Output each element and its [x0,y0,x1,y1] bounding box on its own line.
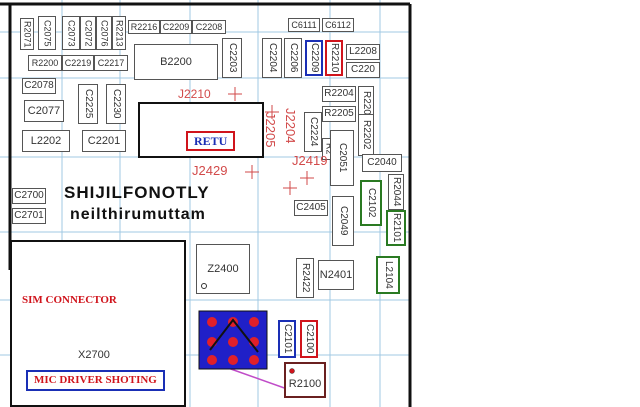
sim-connector-label: SIM CONNECTOR [22,294,117,306]
component-c2078: C2078 [22,78,56,94]
component-c2100-highlight: C2100 [300,320,318,358]
component-c2701: C2701 [12,208,46,224]
component-r2205: R2205 [322,106,356,122]
watermark-line2: neilthirumuttam [70,206,206,223]
component-c2209-highlight: C2209 [305,40,323,76]
ref-j2429: J2429 [192,163,228,178]
ref-j2205: J2205 [263,112,278,148]
component-c2230: C2230 [106,84,126,124]
component-c2405: C2405 [294,200,328,216]
component-c2073: C2073 [62,16,80,50]
component-r2210-highlight: R2210 [325,40,343,76]
ref-j2204: J2204 [283,108,298,144]
component-b2200: B2200 [134,44,218,80]
ref-j2419: J2419 [292,153,328,168]
component-c2219: C2219 [62,55,94,71]
component-c2201: C2201 [82,130,126,152]
component-c2206: C2206 [284,38,302,78]
mic-connector-line [227,367,291,391]
component-c2204: C2204 [262,38,282,78]
component-r2071: R2071 [20,18,34,50]
component-c6111: C6111 [288,18,320,32]
component-c2217: C2217 [94,55,128,71]
component-c2101-highlight: C2101 [278,320,296,358]
component-r2101-highlight: R2101 [386,210,406,246]
component-c2209-top: C2209 [160,20,192,34]
r2100-dot [289,368,295,374]
component-c2075: C2075 [38,16,56,50]
component-c2102-highlight: C2102 [360,180,382,226]
retu-label: RETU [186,131,236,151]
component-r2044: R2044 [388,174,404,210]
watermark-line1: SHIJILFONOTLY [64,183,210,202]
component-c2076: C2076 [96,16,112,50]
ref-j2210: J2210 [178,87,211,101]
component-c2224: C2224 [304,112,322,152]
component-c6112: C6112 [322,18,354,32]
mic-driver-label: MIC DRIVER SHOTING [26,370,165,391]
x2700-label: X2700 [78,349,110,361]
component-r2100-highlight: R2100 [284,362,326,398]
component-c2040: C2040 [362,154,402,172]
component-r2202: R2202 [358,114,374,156]
z2400-pin1-dot [201,283,207,289]
component-c2700: C2700 [12,188,46,204]
component-l2202: L2202 [22,130,70,152]
component-c2077: C2077 [24,100,64,122]
component-r2204: R2204 [322,86,356,102]
component-c2072: C2072 [80,16,96,50]
component-c2208: C2208 [192,20,226,34]
component-r2213: R2213 [112,16,126,50]
component-c2225: C2225 [78,84,98,124]
component-l2104-highlight: L2104 [376,256,400,294]
component-r2422: R2422 [296,258,314,298]
component-n2401: N2401 [318,260,354,290]
component-c2207: C220 [346,62,380,78]
component-r2200: R2200 [28,55,62,71]
component-c2203: C2203 [222,38,242,78]
component-z2400: Z2400 [196,244,250,294]
mic-driver-pads [198,310,268,370]
component-c2049: C2049 [332,196,354,246]
component-c2051: C2051 [330,130,354,186]
component-l2208: L2208 [346,44,380,60]
component-r2216: R2216 [128,20,160,34]
